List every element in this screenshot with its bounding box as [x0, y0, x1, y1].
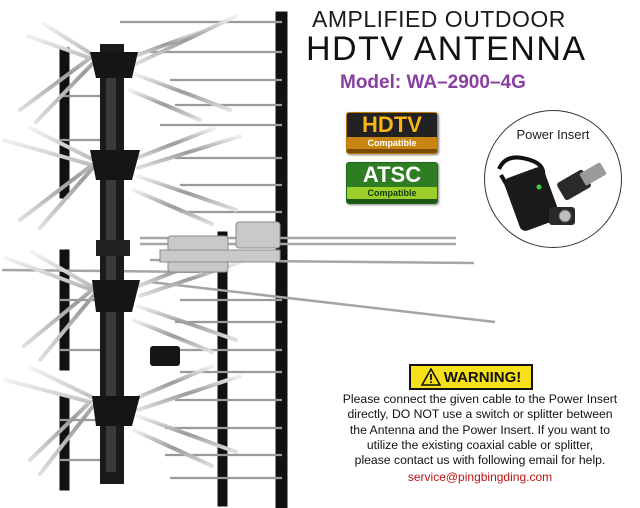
bowtie-elements [2, 14, 242, 476]
power-insert-device-icon [497, 155, 607, 231]
warning-line: utilize the existing coaxial cable or sp… [366, 437, 594, 452]
product-title-line2: HDTV ANTENNA [306, 30, 587, 68]
hdtv-badge-subtitle: Compatible [347, 137, 437, 149]
warning-message: Please connect the given cable to the Po… [324, 392, 636, 468]
atsc-badge-title: ATSC [362, 162, 422, 187]
hdtv-badge-title: HDTV [362, 112, 422, 137]
support-email-link[interactable]: service@pingbingding.com [407, 470, 553, 484]
warning-banner: WARNING! [409, 364, 533, 390]
model-number: Model: WA–2900–4G [340, 72, 526, 93]
hdtv-compatible-badge: HDTV Compatible [346, 112, 438, 154]
mount-bracket [159, 221, 281, 273]
warning-line: the Antenna and the Power Insert. If you… [349, 422, 611, 437]
product-title-line1: AMPLIFIED OUTDOOR [312, 6, 566, 32]
reflector-rods [60, 20, 282, 480]
warning-line: directly, DO NOT use a switch or splitte… [347, 407, 613, 422]
power-insert-callout: Power Insert [484, 110, 622, 248]
power-insert-label: Power Insert [516, 127, 590, 142]
warning-triangle-icon [420, 368, 441, 386]
phasing-straps [90, 52, 180, 426]
warning-label: WARNING! [443, 368, 522, 386]
atsc-compatible-badge: ATSC Compatible [346, 162, 438, 204]
atsc-badge-subtitle: Compatible [347, 187, 437, 199]
warning-line: please contact us with following email f… [354, 453, 606, 468]
warning-line: Please connect the given cable to the Po… [342, 392, 618, 406]
